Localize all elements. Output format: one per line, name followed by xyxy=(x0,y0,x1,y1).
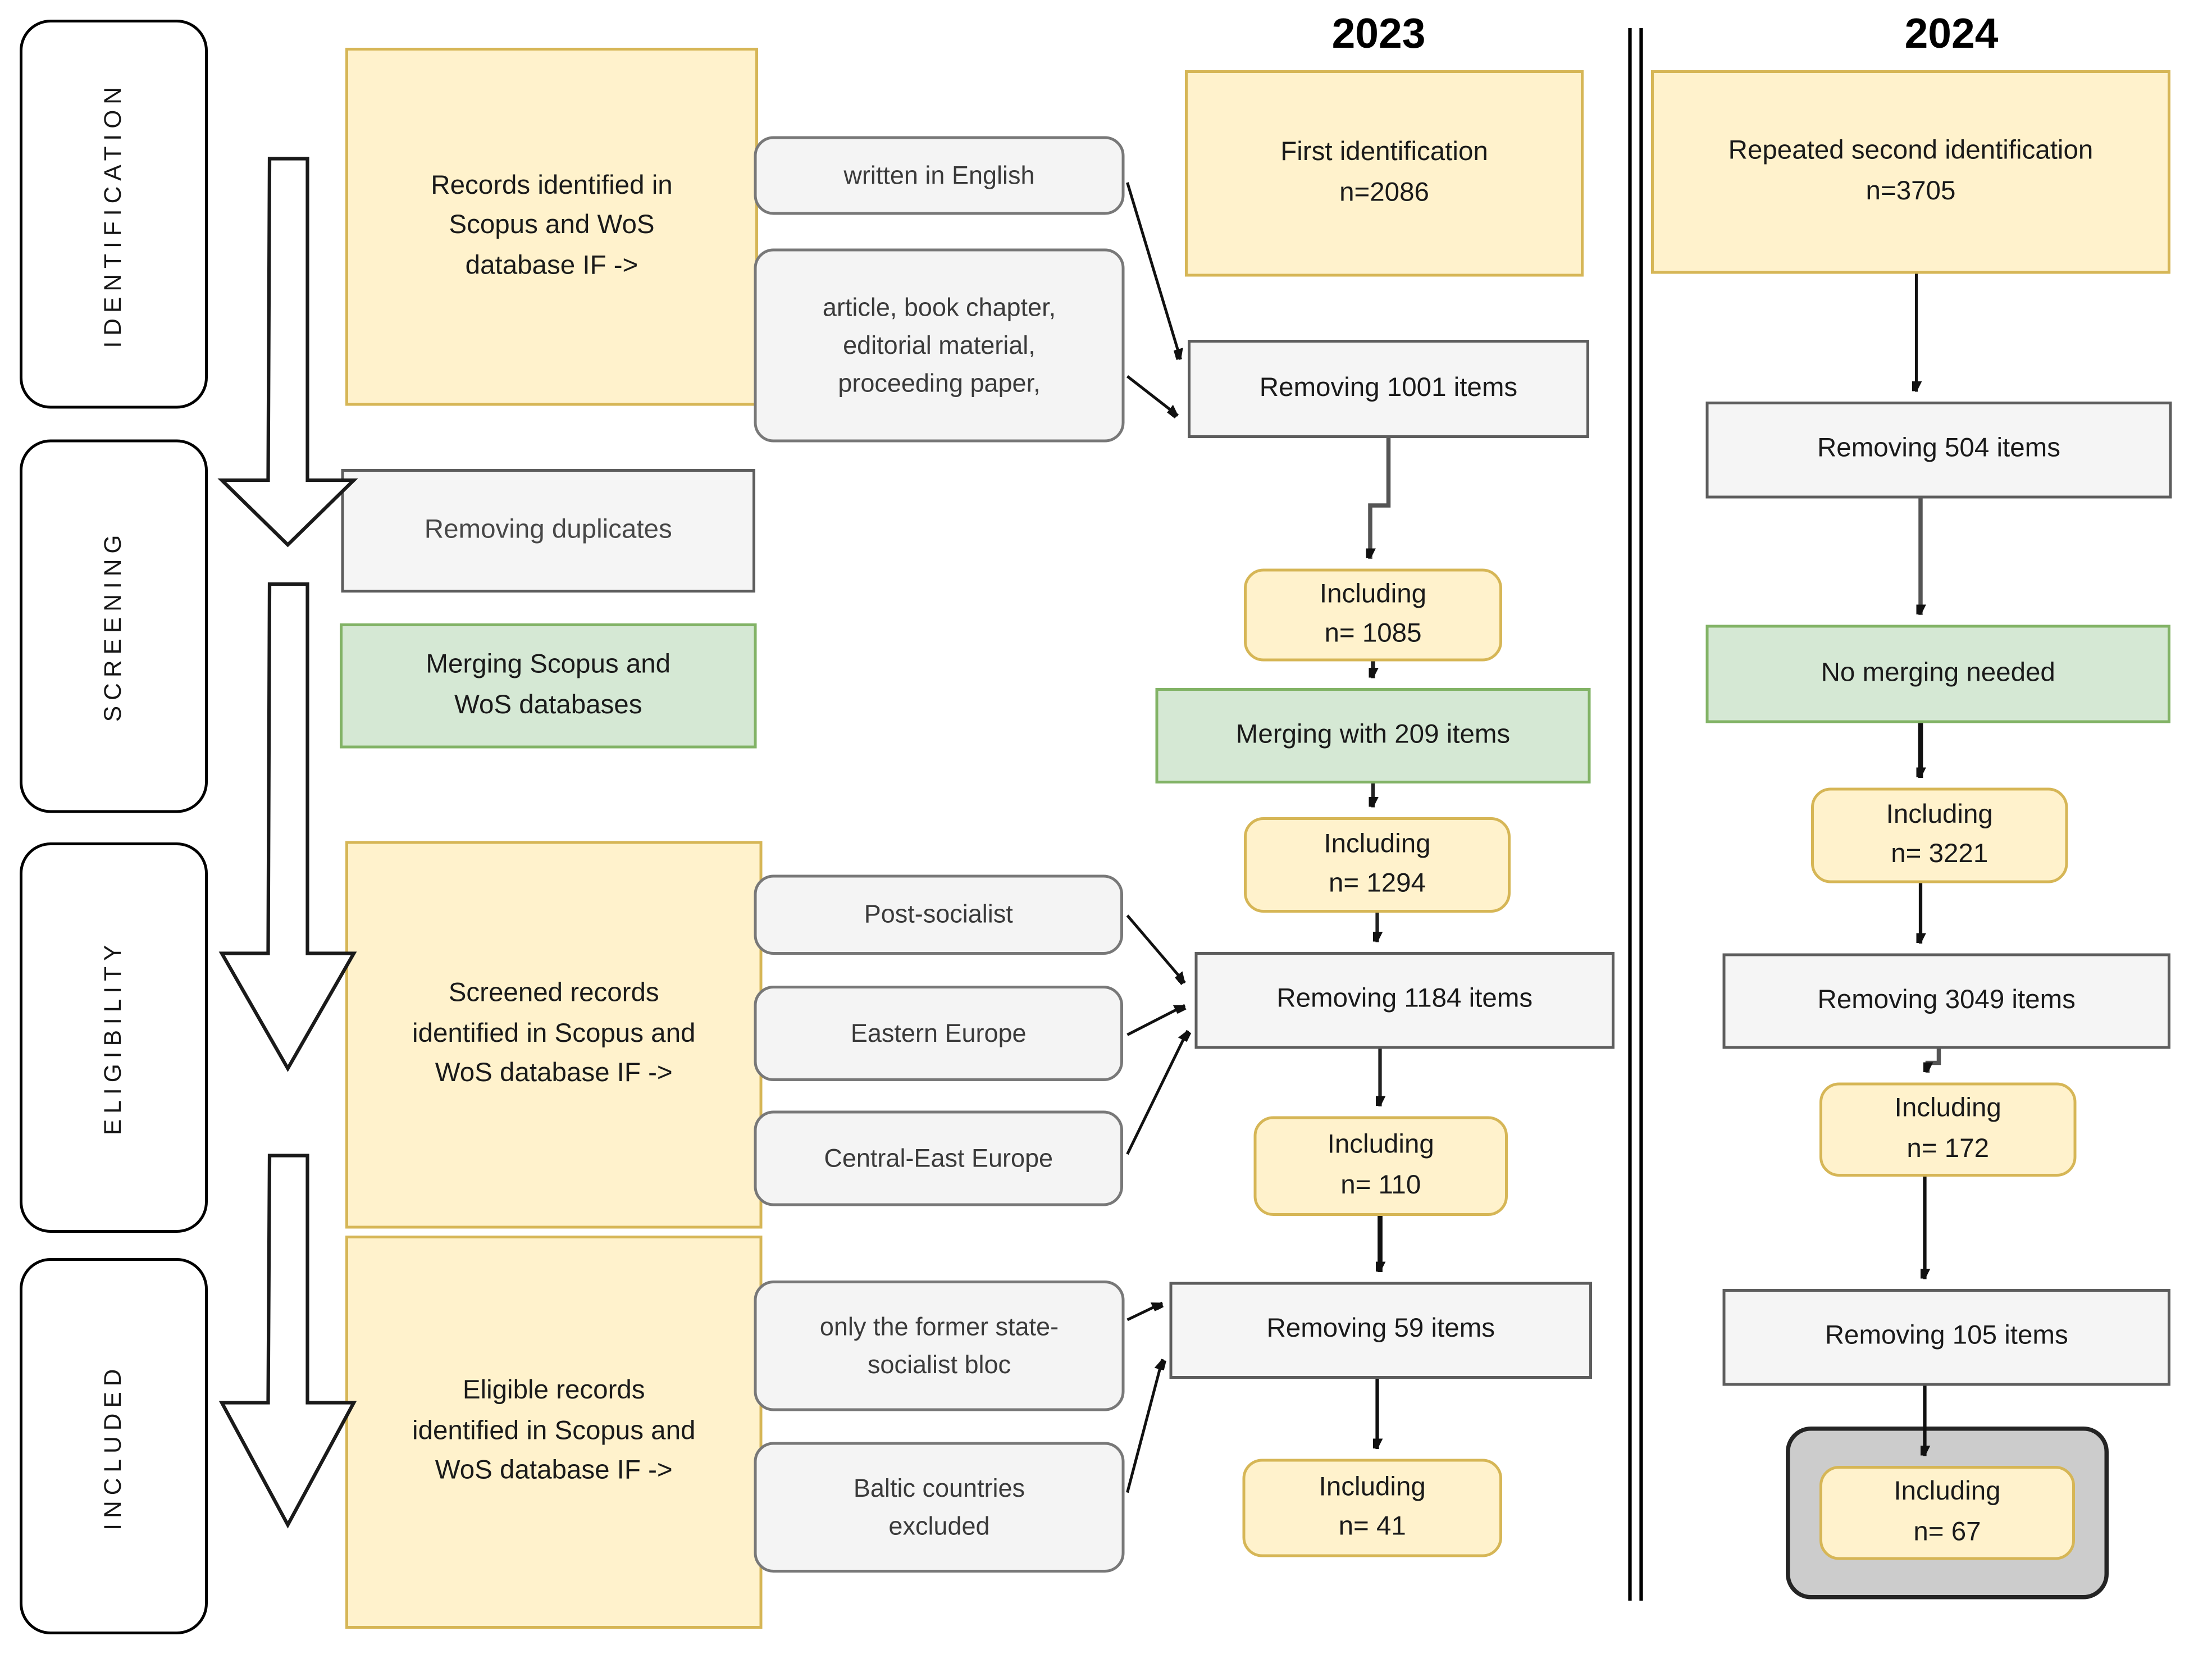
stage-included: INCLUDED xyxy=(20,1258,208,1634)
filter-post-socialist: Post-socialist xyxy=(754,874,1123,955)
removing-duplicates-box: Removing duplicates xyxy=(341,469,755,593)
arrow-eastern-europe-to-removing1184 xyxy=(1126,1004,1185,1036)
year-header-2024: 2024 xyxy=(1904,11,1999,58)
filter-central-east-europe: Central-East Europe xyxy=(754,1110,1123,1206)
stage-down-arrow-icon-2 xyxy=(218,582,357,1072)
arrow-article-types-to-removing1001 xyxy=(1126,375,1178,416)
stage-identification: IDENTIFICATION xyxy=(20,20,208,409)
box-including-110: Including n= 110 xyxy=(1253,1116,1508,1216)
arrow-baltic-to-removing59 xyxy=(1126,1359,1163,1493)
filter-baltic-excluded: Baltic countries excluded xyxy=(754,1442,1125,1573)
filter-written-english: written in English xyxy=(754,136,1125,215)
arrow-post-socialist-to-removing1184 xyxy=(1126,914,1185,983)
box-including-3221: Including n= 3221 xyxy=(1811,787,2068,883)
box-removing-105: Removing 105 items xyxy=(1722,1289,2170,1386)
box-merging-209: Merging with 209 items xyxy=(1155,688,1591,783)
box-removing-504: Removing 504 items xyxy=(1705,402,2172,499)
box-including-1085: Including n= 1085 xyxy=(1244,568,1502,662)
filter-former-bloc: only the former state- socialist bloc xyxy=(754,1281,1125,1411)
stage-down-arrow-icon-3 xyxy=(218,1154,357,1529)
box-including-172: Including n= 172 xyxy=(1819,1082,2077,1177)
box-first-identification: First identification n=2086 xyxy=(1185,70,1584,277)
box-removing-1001: Removing 1001 items xyxy=(1188,340,1589,438)
stage-eligibility: ELIGIBILITY xyxy=(20,842,208,1233)
elbow-removing3049-to-including172 xyxy=(1928,1049,1941,1073)
records-identified-box: Records identified in Scopus and WoS dat… xyxy=(345,48,758,406)
year-header-2023: 2023 xyxy=(1331,11,1426,58)
filter-eastern-europe: Eastern Europe xyxy=(754,986,1123,1081)
box-including-41: Including n= 41 xyxy=(1242,1459,1502,1557)
merging-databases-box: Merging Scopus and WoS databases xyxy=(340,623,757,749)
filter-article-types: article, book chapter, editorial materia… xyxy=(754,248,1125,443)
box-repeated-identification: Repeated second identification n=3705 xyxy=(1651,70,2170,274)
stage-identification-label: IDENTIFICATION xyxy=(99,80,127,348)
box-removing-59: Removing 59 items xyxy=(1169,1282,1592,1379)
box-removing-3049: Removing 3049 items xyxy=(1722,953,2170,1049)
stage-eligibility-label: ELIGIBILITY xyxy=(99,940,127,1136)
elbow-removing1001-to-including1085 xyxy=(1370,438,1391,559)
box-including-1294: Including n= 1294 xyxy=(1244,817,1511,913)
arrow-written-english-to-removing1001 xyxy=(1126,182,1181,359)
stage-screening-label: SCREENING xyxy=(99,530,127,723)
arrow-former-bloc-to-removing59 xyxy=(1126,1301,1163,1322)
stage-down-arrow-icon-1 xyxy=(217,157,358,548)
box-no-merging: No merging needed xyxy=(1705,625,2170,723)
eligible-records-box: Eligible records identified in Scopus an… xyxy=(345,1236,763,1629)
box-removing-1184: Removing 1184 items xyxy=(1194,952,1614,1049)
arrow-central-east-to-removing1184 xyxy=(1126,1031,1188,1155)
screened-records-box: Screened records identified in Scopus an… xyxy=(345,841,763,1229)
box-including-67: Including n= 67 xyxy=(1819,1466,2075,1560)
stage-screening: SCREENING xyxy=(20,439,208,813)
stage-included-label: INCLUDED xyxy=(99,1363,127,1530)
